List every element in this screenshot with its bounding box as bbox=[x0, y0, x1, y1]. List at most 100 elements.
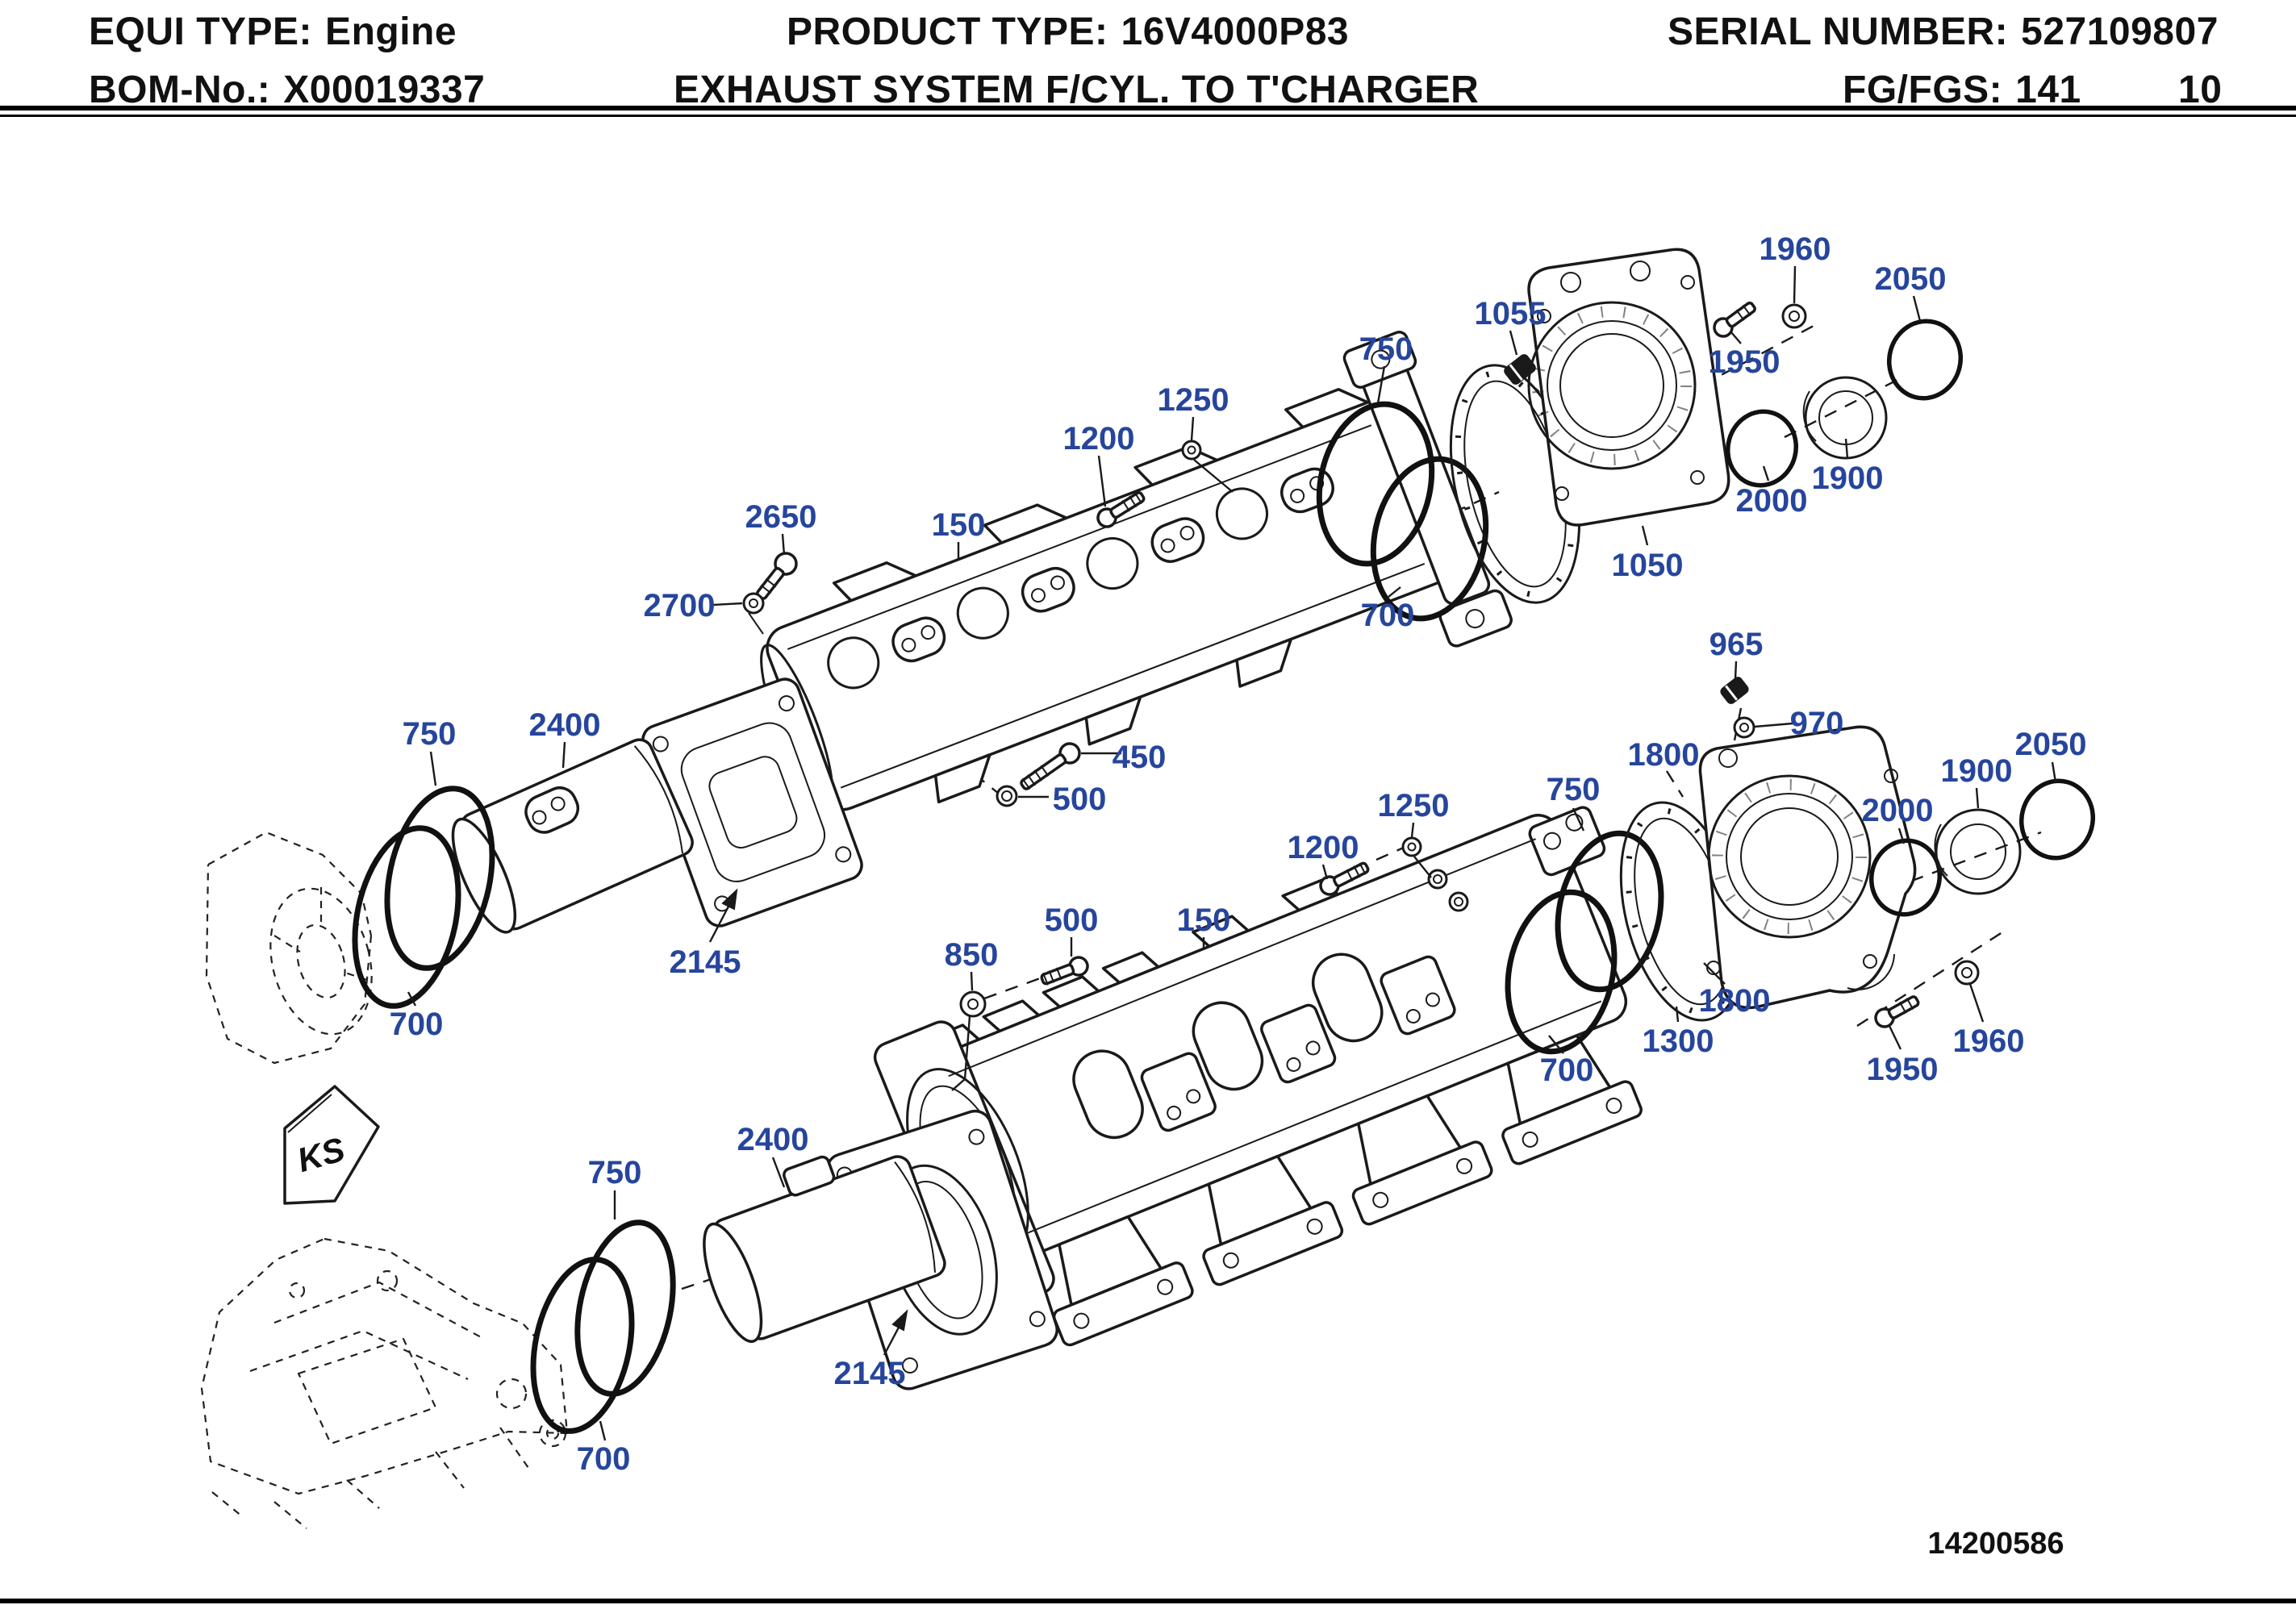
o-ring-2000-upper bbox=[1725, 409, 1799, 488]
o-rings-lower-right bbox=[1505, 830, 1664, 1055]
washer-850 bbox=[951, 990, 987, 1091]
part-callout-500: 500 bbox=[1053, 782, 1107, 817]
o-rings-lower-left bbox=[530, 1219, 676, 1434]
bom-number: BOM-No.: X00019337 bbox=[89, 68, 485, 112]
part-callout-750: 750 bbox=[1547, 772, 1601, 807]
clamp-ring-1900-upper bbox=[1802, 376, 1888, 460]
header-rule-bottom bbox=[0, 115, 2296, 117]
part-callout-1800: 1800 bbox=[1628, 737, 1700, 773]
part-callout-750: 750 bbox=[403, 716, 457, 752]
part-callout-1950: 1950 bbox=[1709, 344, 1780, 380]
nut-500-upper bbox=[996, 785, 1018, 807]
part-callout-1950: 1950 bbox=[1867, 1052, 1939, 1087]
part-callout-2050: 2050 bbox=[1875, 261, 1947, 297]
part-callout-1050: 1050 bbox=[1612, 548, 1684, 583]
part-callout-2700: 2700 bbox=[644, 588, 716, 623]
drawing-number: 14200586 bbox=[1927, 1527, 2064, 1561]
serial-number-value: 527109807 bbox=[2021, 10, 2219, 53]
part-callout-1960: 1960 bbox=[1760, 231, 1831, 267]
part-callout-2000: 2000 bbox=[1862, 793, 1934, 828]
header-rule-top bbox=[0, 106, 2296, 110]
part-callout-700: 700 bbox=[1540, 1053, 1594, 1088]
arrow-2145-upper bbox=[708, 888, 738, 943]
bellows-sleeve-lower bbox=[703, 1155, 946, 1344]
part-callout-1200: 1200 bbox=[1063, 421, 1135, 456]
part-callout-2050: 2050 bbox=[2015, 727, 2087, 762]
part-callout-450: 450 bbox=[1113, 740, 1167, 775]
o-ring-2050-upper bbox=[1886, 319, 1964, 401]
connection-cover-1050 bbox=[1527, 248, 1730, 527]
part-callout-965: 965 bbox=[1709, 627, 1764, 662]
page-bottom-rule bbox=[0, 1599, 2296, 1603]
bolt-1950-upper bbox=[1713, 301, 1756, 338]
bom-number-value: X00019337 bbox=[283, 69, 486, 111]
part-callout-150: 150 bbox=[932, 507, 986, 543]
manifold-brackets-lower bbox=[1140, 955, 1456, 1132]
part-callout-2000: 2000 bbox=[1736, 483, 1808, 519]
washer-2700 bbox=[742, 592, 765, 635]
sheet-number: 10 bbox=[2178, 69, 2223, 111]
engine-outline-lower bbox=[200, 1237, 569, 1529]
part-callout-1960: 1960 bbox=[1953, 1023, 2025, 1059]
manifold-ports-lower bbox=[1052, 1034, 1643, 1347]
manifold-ear-bosses-lower bbox=[1427, 869, 1469, 912]
bolt-1200-upper bbox=[1096, 491, 1146, 528]
part-callout-970: 970 bbox=[1790, 706, 1844, 741]
part-callout-1900: 1900 bbox=[1941, 753, 2013, 789]
bellows-sleeve-upper bbox=[451, 738, 694, 934]
ks-direction-arrow: KS bbox=[283, 1085, 380, 1205]
page-title: EXHAUST SYSTEM F/CYL. TO T'CHARGER bbox=[674, 69, 1480, 111]
washer-1250-upper bbox=[1181, 440, 1234, 493]
fg-fgs-value: 141 bbox=[2015, 69, 2081, 111]
plug-1055 bbox=[1504, 354, 1536, 385]
bolt-1200-lower bbox=[1319, 861, 1370, 896]
part-callout-150: 150 bbox=[1177, 903, 1231, 938]
product-type-label: PRODUCT TYPE: bbox=[787, 10, 1108, 53]
washer-970 bbox=[1733, 716, 1755, 739]
part-callout-850: 850 bbox=[945, 937, 999, 973]
part-callout-1200: 1200 bbox=[1288, 830, 1359, 865]
part-callout-2145: 2145 bbox=[834, 1356, 906, 1391]
part-callout-500: 500 bbox=[1045, 903, 1099, 938]
exhaust-manifold-lower bbox=[873, 806, 1643, 1347]
part-callout-750: 750 bbox=[1359, 331, 1413, 367]
part-callout-1055: 1055 bbox=[1475, 296, 1547, 331]
engine-outline-upper bbox=[205, 831, 373, 1065]
part-callout-700: 700 bbox=[390, 1007, 444, 1042]
part-callout-700: 700 bbox=[577, 1441, 631, 1477]
washer-1960-upper bbox=[1781, 303, 1807, 329]
screw-500-lower bbox=[1040, 956, 1089, 986]
equi-type: EQUI TYPE: Engine bbox=[89, 10, 457, 54]
part-callout-2145: 2145 bbox=[670, 944, 741, 980]
washer-1960-lower bbox=[1954, 960, 1980, 986]
part-callout-1250: 1250 bbox=[1158, 382, 1229, 418]
plug-965 bbox=[1720, 677, 1749, 704]
o-ring-2000-lower bbox=[1868, 838, 1943, 917]
part-callout-2400: 2400 bbox=[737, 1122, 809, 1157]
serial-number: SERIAL NUMBER: 527109807 bbox=[1668, 10, 2219, 54]
o-ring-2050-lower bbox=[2018, 778, 2096, 861]
equi-type-value: Engine bbox=[325, 10, 457, 53]
o-rings-upper-left bbox=[352, 786, 495, 1009]
bolt-1950-lower bbox=[1874, 995, 1920, 1028]
part-callout-750: 750 bbox=[588, 1155, 642, 1190]
bom-number-label: BOM-No.: bbox=[89, 69, 271, 111]
product-type-value: 16V4000P83 bbox=[1121, 10, 1350, 53]
serial-number-label: SERIAL NUMBER: bbox=[1668, 10, 2009, 53]
adapter-housing-1800 bbox=[1698, 725, 1917, 1010]
part-callout-1900: 1900 bbox=[1812, 461, 1884, 496]
product-type: PRODUCT TYPE: 16V4000P83 bbox=[787, 10, 1349, 54]
clamp-ring-1900-lower bbox=[1934, 808, 2022, 895]
exhaust-manifold-upper bbox=[760, 331, 1513, 811]
part-callout-700: 700 bbox=[1361, 598, 1415, 633]
part-callout-2650: 2650 bbox=[745, 499, 817, 535]
callout-leader-lines bbox=[407, 265, 2057, 1441]
part-callout-1800: 1800 bbox=[1699, 983, 1771, 1019]
equi-type-label: EQUI TYPE: bbox=[89, 10, 313, 53]
part-callout-1300: 1300 bbox=[1643, 1023, 1714, 1059]
arrow-2145-lower bbox=[883, 1309, 908, 1356]
flange-plate-upper bbox=[641, 677, 863, 928]
